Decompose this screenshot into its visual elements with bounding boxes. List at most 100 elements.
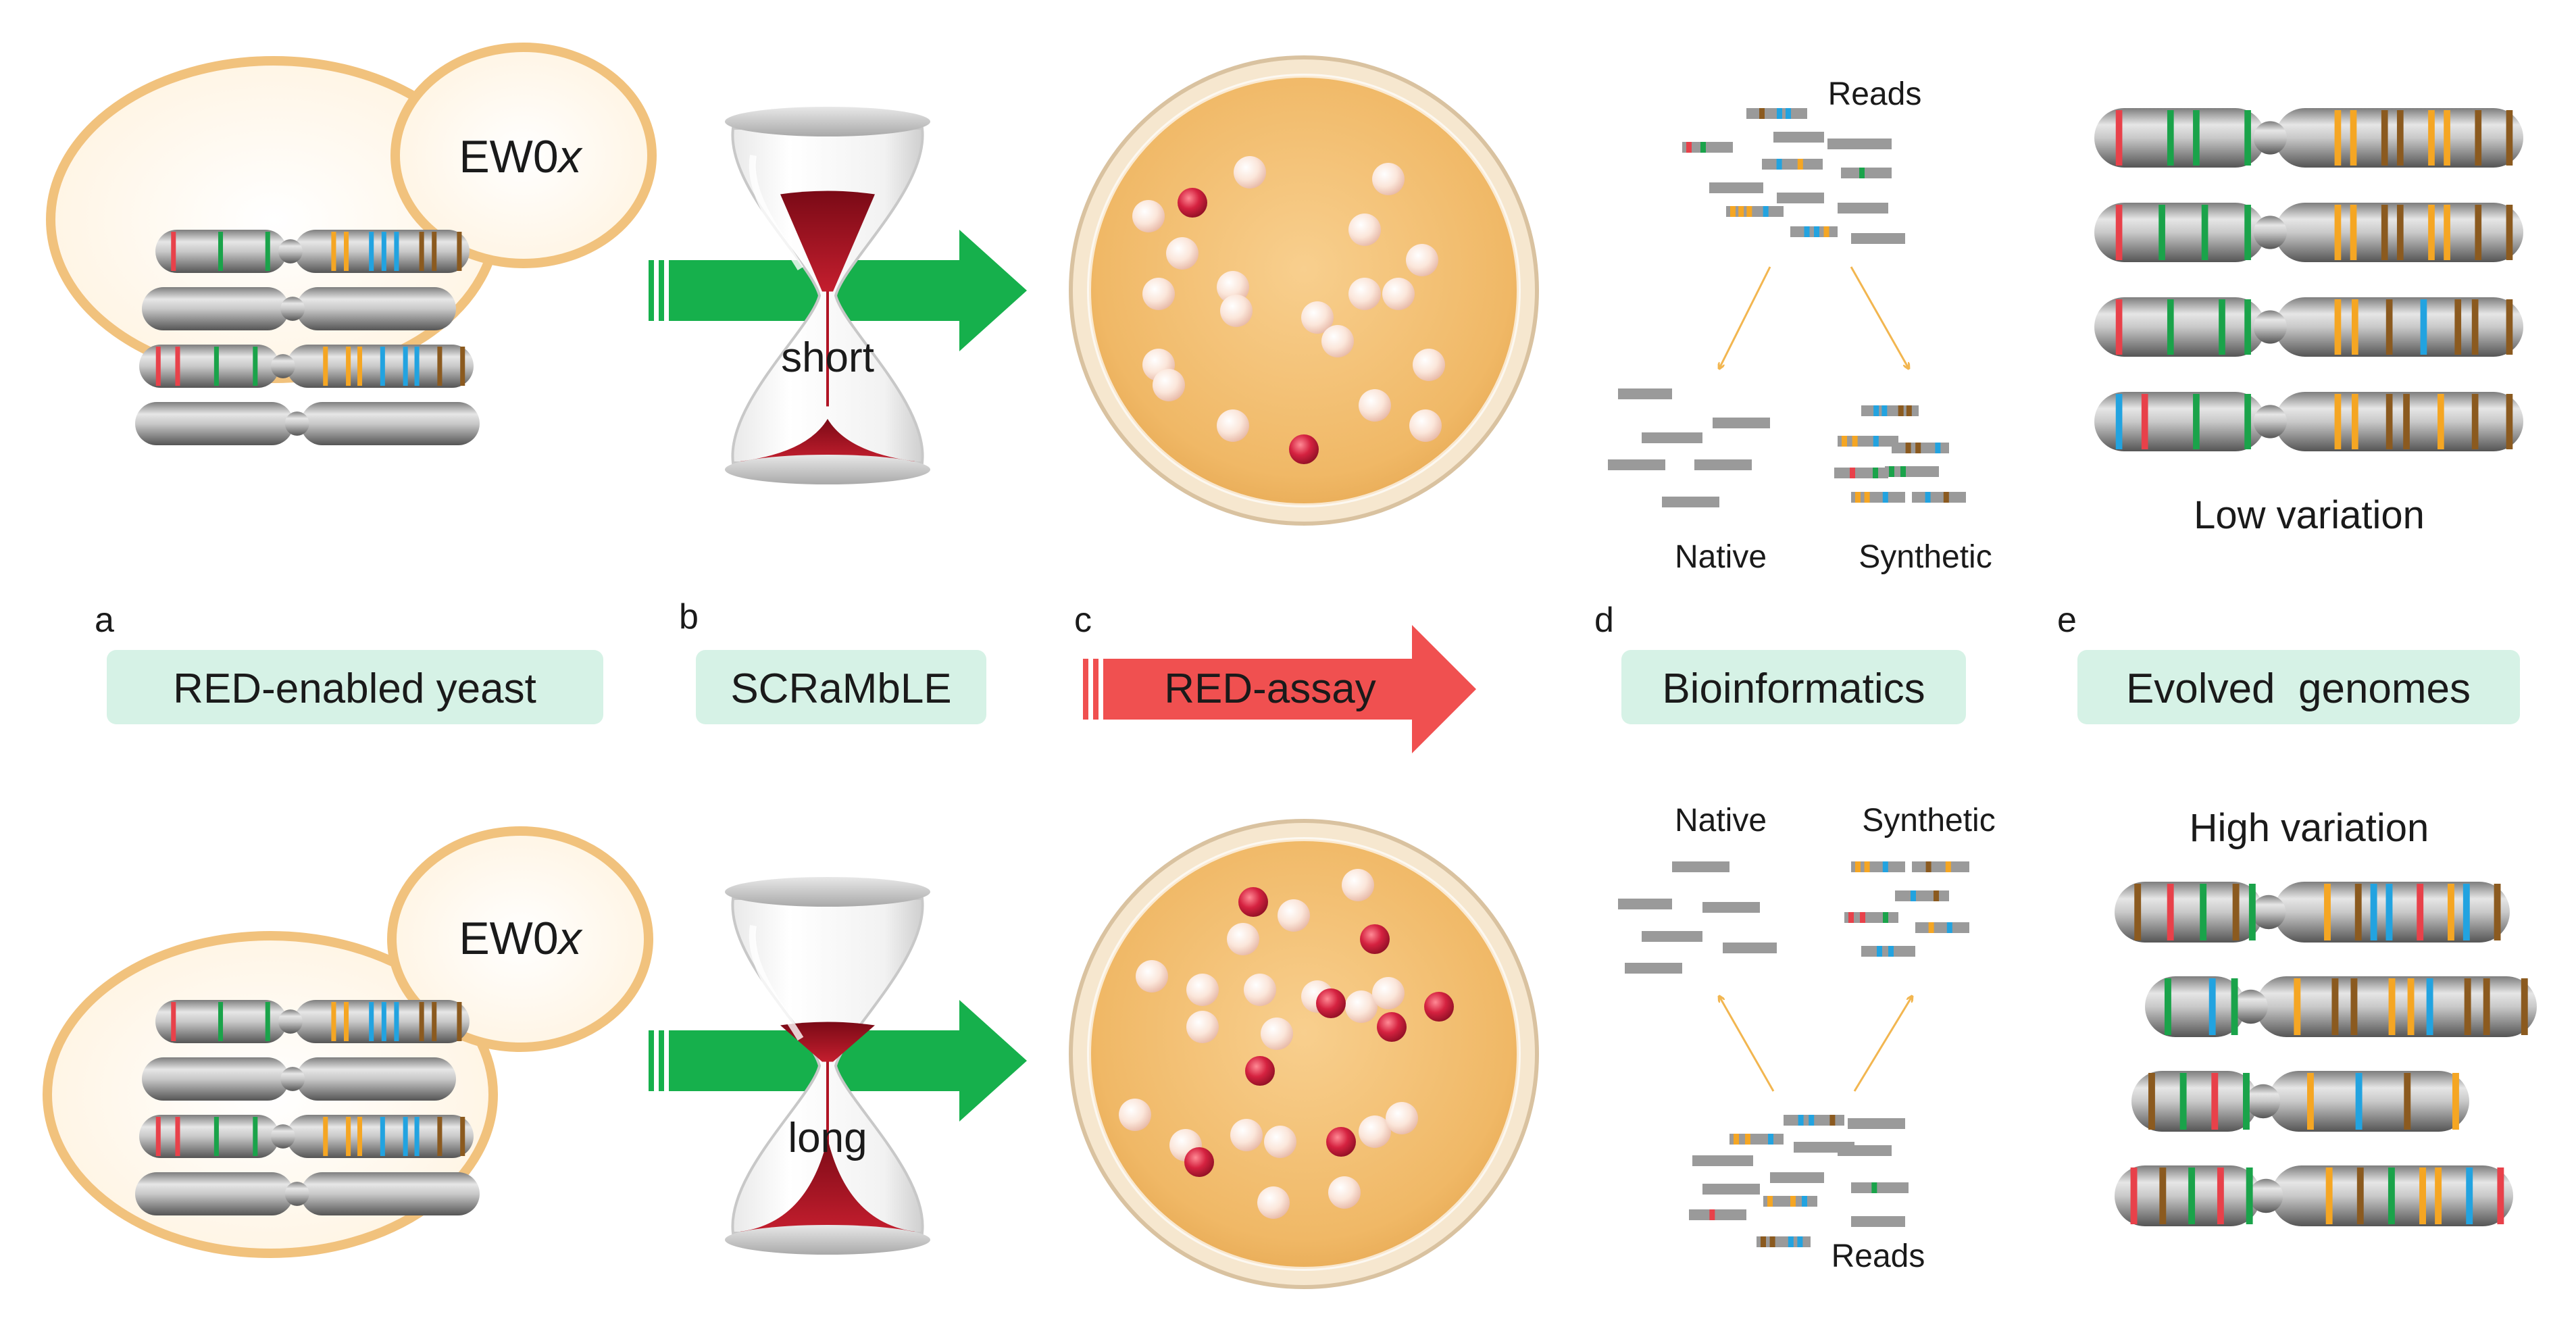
red-colony bbox=[1289, 434, 1319, 464]
white-colony bbox=[1136, 960, 1168, 993]
evolved-chromosome bbox=[2094, 392, 2523, 451]
read-icon bbox=[1729, 1134, 1784, 1145]
white-colony bbox=[1244, 974, 1276, 1006]
read-icon bbox=[1912, 861, 1969, 872]
cell-chromosomes-top bbox=[135, 230, 480, 445]
panel-d: d Bioinformatics bbox=[1594, 601, 1966, 724]
red-colony bbox=[1360, 924, 1390, 954]
white-colony bbox=[1220, 295, 1253, 327]
label-box-d bbox=[1621, 650, 1966, 724]
reads-label-bottom: Reads bbox=[1832, 1238, 1925, 1274]
read-icon bbox=[1618, 899, 1672, 909]
read-icon bbox=[1838, 203, 1888, 214]
read-icon bbox=[1713, 418, 1770, 428]
native-reads-bottom bbox=[1618, 861, 1777, 974]
white-colony bbox=[1328, 1176, 1361, 1209]
panel-label-c: RED-assay bbox=[1164, 666, 1376, 712]
marked-chromosome bbox=[155, 230, 470, 273]
white-colony bbox=[1382, 278, 1415, 310]
cell-label-bottom: EW0x bbox=[459, 913, 582, 964]
white-colony bbox=[1348, 278, 1381, 310]
evolved-chromosome bbox=[2115, 882, 2510, 943]
read-icon bbox=[1784, 1115, 1844, 1126]
panel-e: e Evolved genomes bbox=[2057, 601, 2520, 724]
read-icon bbox=[1777, 193, 1824, 203]
white-colony bbox=[1257, 1186, 1290, 1219]
white-colony bbox=[1153, 369, 1185, 401]
read-icon bbox=[1763, 1196, 1817, 1207]
marked-chromosome bbox=[139, 345, 474, 388]
read-icon bbox=[1682, 142, 1733, 153]
panel-letter-c: c bbox=[1074, 601, 1092, 640]
read-icon bbox=[1642, 432, 1702, 443]
read-icon bbox=[1694, 459, 1752, 470]
white-colony bbox=[1217, 271, 1249, 303]
high-variation-label: High variation bbox=[2190, 806, 2429, 850]
panel-letter-e: e bbox=[2057, 601, 2077, 640]
label-box-b bbox=[696, 650, 986, 724]
white-colony bbox=[1321, 325, 1354, 357]
panel-label-a: RED-enabled yeast bbox=[173, 666, 536, 712]
read-icon bbox=[1851, 492, 1905, 503]
evolved-chromosome bbox=[2145, 976, 2537, 1037]
white-colony bbox=[1372, 977, 1405, 1009]
panel-b: b SCRaMbLE bbox=[679, 597, 986, 724]
panel-label-d: Bioinformatics bbox=[1662, 666, 1925, 712]
white-colony bbox=[1386, 1102, 1418, 1134]
native-chromosome bbox=[135, 1172, 480, 1215]
high-variation-chromosomes bbox=[2115, 882, 2537, 1226]
cell-label-top: EW0x bbox=[459, 131, 582, 182]
native-reads-top bbox=[1608, 388, 1770, 507]
read-icon bbox=[1861, 946, 1915, 957]
white-colony bbox=[1227, 923, 1259, 955]
plate-bottom-colonies bbox=[1119, 869, 1454, 1219]
reads-cluster-top bbox=[1682, 108, 1905, 244]
red-colony bbox=[1326, 1127, 1356, 1157]
read-icon bbox=[1692, 1155, 1753, 1166]
white-colony bbox=[1406, 244, 1438, 276]
white-colony bbox=[1409, 409, 1442, 442]
evolved-chromosome bbox=[2094, 297, 2523, 357]
read-icon bbox=[1723, 943, 1777, 953]
white-colony bbox=[1234, 156, 1266, 189]
read-icon bbox=[1912, 492, 1966, 503]
read-icon bbox=[1790, 226, 1838, 237]
read-icon bbox=[1757, 1236, 1811, 1247]
cell-chromosomes-bottom bbox=[135, 1000, 480, 1215]
white-colony bbox=[1345, 990, 1378, 1023]
white-colony bbox=[1301, 301, 1334, 334]
white-colony bbox=[1372, 163, 1405, 195]
petri-dish-icon bbox=[1069, 55, 1539, 526]
arrow-to-native-bottom bbox=[1719, 997, 1775, 1092]
white-colony bbox=[1278, 899, 1310, 932]
read-icon bbox=[1709, 182, 1763, 193]
red-arrow-icon bbox=[1083, 625, 1476, 753]
white-colony bbox=[1230, 1119, 1263, 1151]
read-icon bbox=[1726, 206, 1784, 217]
white-colony bbox=[1186, 1011, 1219, 1043]
read-icon bbox=[1827, 139, 1892, 149]
read-icon bbox=[1618, 388, 1672, 399]
white-colony bbox=[1348, 214, 1381, 246]
read-icon bbox=[1702, 902, 1760, 913]
white-colony bbox=[1186, 974, 1219, 1006]
panel-label-e: Evolved genomes bbox=[2126, 666, 2471, 712]
white-colony bbox=[1264, 1126, 1296, 1158]
read-icon bbox=[1608, 459, 1665, 470]
plate-top-colonies bbox=[1132, 156, 1445, 464]
native-chromosome bbox=[142, 1057, 456, 1101]
synthetic-reads-top bbox=[1834, 405, 1966, 503]
read-icon bbox=[1895, 890, 1949, 901]
hourglass-icon bbox=[725, 877, 930, 1255]
read-icon bbox=[1689, 1209, 1746, 1220]
white-colony bbox=[1261, 1018, 1293, 1050]
evolved-chromosome bbox=[2094, 203, 2523, 262]
panel-letter-b: b bbox=[679, 597, 699, 636]
read-icon bbox=[1885, 466, 1939, 477]
white-colony bbox=[1359, 1115, 1391, 1148]
white-colony bbox=[1142, 278, 1175, 310]
panel-c: c RED-assay bbox=[1074, 601, 1476, 753]
arrow-to-synthetic-top bbox=[1850, 266, 1909, 368]
read-icon bbox=[1838, 436, 1898, 447]
